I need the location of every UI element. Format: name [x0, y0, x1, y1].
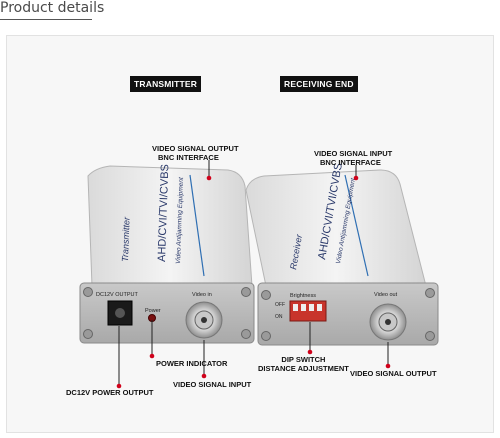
screw-icon: [83, 329, 93, 339]
callout-video-signal-input: VIDEO SIGNAL INPUT: [173, 380, 252, 389]
callout-dot-icon: [385, 363, 391, 369]
section-title: Product details: [0, 0, 105, 16]
callout-line-2: BNC INTERFACE: [320, 158, 381, 167]
title-underline: [0, 19, 92, 20]
callout-video-input-bnc: VIDEO SIGNAL INPUT BNC INTERFACE: [314, 149, 392, 167]
receiver-top: [245, 169, 427, 287]
callout-dot-icon: [201, 373, 207, 379]
dip-toggle-icon: [317, 304, 322, 311]
receiver-device: [245, 169, 439, 346]
dip-on-label: ON: [275, 314, 283, 320]
callout-dc12v-power-output: DC12V POWER OUTPUT: [66, 388, 154, 397]
screw-icon: [261, 290, 271, 300]
power-led-label: Power: [145, 308, 161, 314]
video-out-label: Video out: [374, 292, 398, 298]
screw-icon: [241, 287, 251, 297]
callout-line-1: VIDEO SIGNAL OUTPUT: [152, 144, 239, 153]
bnc-pin-icon: [201, 317, 207, 323]
screw-icon: [241, 329, 251, 339]
callout-video-output-bnc: VIDEO SIGNAL OUTPUT BNC INTERFACE: [152, 144, 239, 162]
video-in-label: Video in: [192, 292, 212, 298]
callout-power-indicator: POWER INDICATOR: [156, 359, 228, 368]
transmitter-blue-stripe: [189, 174, 205, 277]
brightness-label: Brightness: [290, 293, 316, 299]
callout-line-2: DISTANCE ADJUSTMENT: [258, 364, 349, 373]
callout-dot-icon: [116, 383, 122, 389]
transmitter-model-text: AHD/CVI/TVI/CVBS: [156, 164, 171, 262]
transmitter-name-text: Transmitter: [120, 216, 132, 262]
dc-jack-hole-icon: [115, 308, 125, 318]
screw-icon: [83, 287, 93, 297]
bnc-pin-icon: [385, 319, 391, 325]
callout-dip-switch: DIP SWITCH DISTANCE ADJUSTMENT: [258, 355, 349, 373]
callout-dots: [116, 175, 391, 389]
dip-off-label: OFF: [275, 302, 285, 308]
screw-icon: [261, 331, 271, 341]
callout-dot-icon: [353, 175, 359, 181]
receiver-front-panel: [257, 282, 439, 346]
screw-icon: [425, 288, 435, 298]
dip-toggle-icon: [301, 304, 306, 311]
callout-dot-icon: [149, 353, 155, 359]
transmitter-device: [79, 165, 255, 344]
section-header: Product details: [0, 0, 500, 22]
callout-video-signal-output: VIDEO SIGNAL OUTPUT: [350, 369, 437, 378]
callout-dot-icon: [307, 349, 313, 355]
callout-dot-icon: [206, 175, 212, 181]
callout-line-2: BNC INTERFACE: [158, 153, 219, 162]
receiver-blue-stripe: [344, 174, 369, 277]
dip-toggle-icon: [293, 304, 298, 311]
callout-lines: [118, 160, 389, 386]
transmitter-top: [87, 165, 253, 287]
dip-toggle-icon: [309, 304, 314, 311]
dc-output-label: DC12V OUTPUT: [96, 292, 139, 298]
screw-icon: [425, 331, 435, 341]
receiver-tag: RECEIVING END: [280, 76, 358, 92]
callout-line-1: VIDEO SIGNAL INPUT: [314, 149, 393, 158]
transmitter-tag: TRANSMITTER: [130, 76, 202, 92]
callout-line-1: DIP SWITCH: [281, 355, 326, 364]
transmitter-subtitle-text: Video Antijamming Equipment: [175, 176, 185, 264]
